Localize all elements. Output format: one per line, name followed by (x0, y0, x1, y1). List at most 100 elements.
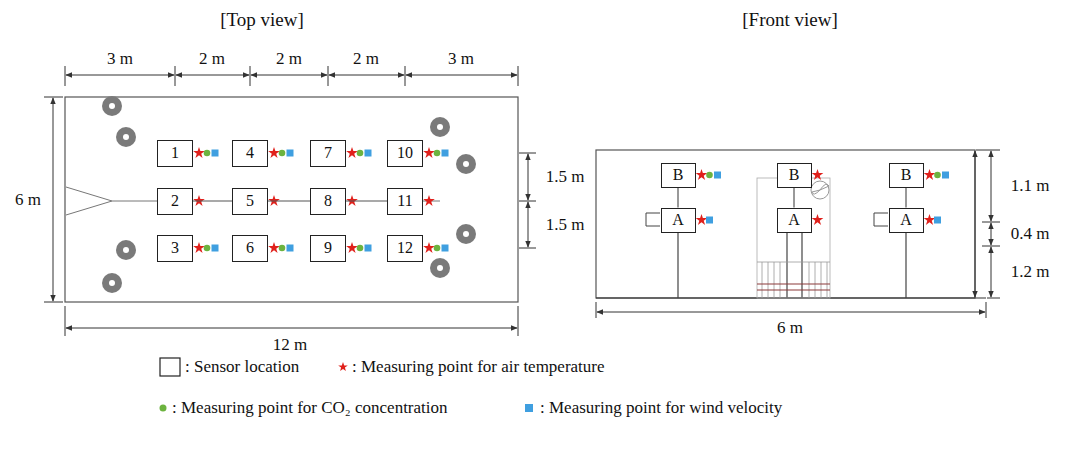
sensor-box: 11 (387, 188, 423, 215)
temperature-marker (423, 195, 435, 206)
dimension-label: 6 m (13, 191, 43, 210)
sensor-box: B (661, 163, 696, 188)
wind-marker (706, 217, 713, 224)
plant-bench (757, 178, 830, 298)
sensor-box: 4 (232, 140, 268, 167)
wind-marker (934, 217, 941, 224)
poles (678, 232, 906, 298)
sensor-label: A (788, 212, 800, 228)
sensor-box: 12 (387, 235, 423, 262)
dimension-label: 1.5 m (544, 216, 587, 235)
view-heading: [Top view] (218, 10, 306, 31)
fans (102, 96, 476, 293)
co2-marker (204, 150, 211, 157)
dimension-label: 3 m (105, 50, 135, 69)
legend-sensor-sample (160, 358, 180, 376)
co2-marker (204, 245, 211, 252)
temperature-marker (696, 169, 708, 180)
temperature-marker (193, 147, 205, 158)
dimension-lines (44, 66, 536, 336)
circulation-fan (811, 181, 829, 199)
sensor-box: 6 (232, 235, 268, 262)
co2-marker (434, 150, 441, 157)
temperature-marker (924, 214, 936, 225)
dimension-label: 3 m (446, 50, 476, 69)
sensor-box: B (777, 163, 812, 188)
legend-text: : Measuring point for CO₂ concentration (172, 399, 448, 418)
temperature-marker (423, 242, 435, 253)
co2-marker (279, 150, 286, 157)
dimension-lines (596, 150, 1000, 318)
temperature-marker (812, 169, 824, 180)
legend-dot-sample (160, 405, 167, 412)
wind-marker (212, 245, 219, 252)
temperature-marker (924, 169, 936, 180)
sensor-box: A (777, 208, 812, 233)
legend-star-sample (338, 362, 348, 371)
sensor-label: 2 (171, 193, 179, 209)
co2-marker (434, 245, 441, 252)
sensor-box: 5 (232, 188, 268, 215)
sensor-box: 8 (310, 188, 346, 215)
sensor-label: 6 (246, 240, 254, 256)
wind-marker (442, 245, 449, 252)
sensor-label: 4 (246, 145, 254, 161)
wind-marker (714, 172, 721, 179)
legend-text: : Measuring point for wind velocity (540, 399, 782, 418)
connector-line (193, 200, 232, 201)
sensor-box: 3 (157, 235, 193, 262)
dimension-label: 6 m (775, 319, 805, 338)
sensor-box: 2 (157, 188, 193, 215)
wind-marker (942, 172, 949, 179)
temperature-marker (346, 147, 358, 158)
sensor-box: A (889, 208, 924, 233)
temperature-marker (812, 214, 824, 225)
dimension-label: 12 m (271, 336, 309, 355)
sensor-box: A (661, 208, 696, 233)
legend-text: : Measuring point for air temperature (352, 358, 605, 377)
dimension-label: 2 m (274, 50, 304, 69)
dimension-label: 1.5 m (544, 168, 587, 187)
dimension-label: 2 m (197, 50, 227, 69)
measuring-markers (193, 147, 949, 253)
sensor-label: 11 (397, 193, 412, 209)
wind-marker (212, 150, 219, 157)
dimension-label: 0.4 m (1009, 225, 1052, 244)
dimension-label: 1.1 m (1009, 177, 1052, 196)
legend-text: : Sensor location (185, 358, 299, 377)
greenhouse-section (596, 150, 975, 298)
center-line (112, 201, 157, 202)
sensor-box: 1 (157, 140, 193, 167)
greenhouse-outline (65, 97, 518, 302)
sensor-label: B (901, 167, 912, 183)
temperature-marker (346, 242, 358, 253)
sensor-label: A (672, 212, 684, 228)
wind-marker (287, 245, 294, 252)
co2-marker (706, 172, 713, 179)
sensor-label: 5 (246, 193, 254, 209)
co2-marker (279, 245, 286, 252)
inlet-triangle (66, 187, 112, 215)
co2-marker (934, 172, 941, 179)
co2-marker (357, 245, 364, 252)
legend-square-sample (525, 404, 533, 412)
sensor-label: 8 (324, 193, 332, 209)
sensor-label: 7 (324, 145, 332, 161)
sensor-box: B (889, 163, 924, 188)
temperature-marker (423, 147, 435, 158)
connector-line (677, 188, 678, 208)
temperature-marker (193, 242, 205, 253)
sensor-label: B (789, 167, 800, 183)
connector-line (905, 188, 906, 208)
sensor-box: 7 (310, 140, 346, 167)
co2-marker (357, 150, 364, 157)
connector-line (346, 200, 387, 201)
sensor-box: 10 (387, 140, 423, 167)
fan-hubs (109, 103, 469, 286)
view-heading: [Front view] (740, 10, 840, 31)
dimension-label: 2 m (351, 50, 381, 69)
wind-marker (365, 245, 372, 252)
sensor-label: 3 (171, 240, 179, 256)
connector-line (268, 200, 310, 201)
